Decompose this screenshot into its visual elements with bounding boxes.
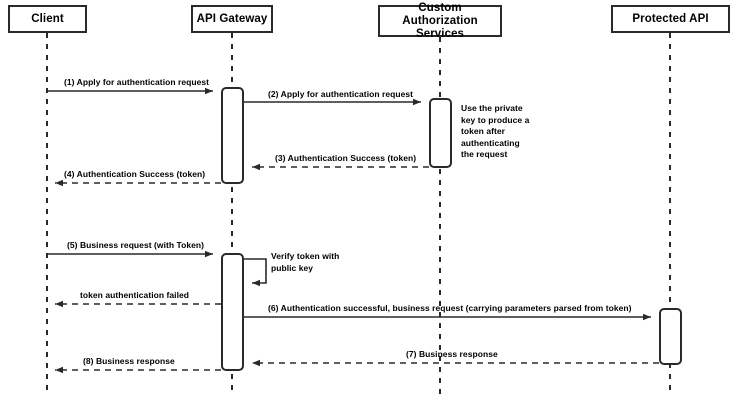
note-line-3: token after (461, 126, 506, 136)
message-label-8: (8) Business response (83, 356, 175, 366)
message-label-7: (7) Business response (406, 349, 498, 359)
message-label-5: (5) Business request (with Token) (67, 240, 205, 250)
self-message-label-verify-token: Verify token with public key (271, 251, 351, 274)
participant-label-api-gateway: API Gateway (196, 12, 268, 25)
note-line-2: key to produce a (461, 114, 530, 125)
message-label-2: (2) Apply for authentication request (268, 89, 414, 99)
message-label-token-authentication-failed: token authentication failed (80, 290, 190, 300)
participant-label-custom-authorization-services: Custom Authorization Services (402, 1, 478, 40)
note-line-5: the request (461, 149, 508, 159)
activation-bar-api-gateway-business (221, 253, 244, 371)
note-line-1: Use the private (461, 103, 523, 113)
message-label-6: (6) Authentication successful, business … (268, 303, 632, 313)
participant-box-client[interactable]: Client (8, 5, 87, 33)
message-label-4: (4) Authentication Success (token) (64, 169, 206, 179)
activation-bar-api-gateway-auth (221, 87, 244, 184)
message-label-3: (3) Authentication Success (token) (275, 153, 417, 163)
message-label-1: (1) Apply for authentication request (64, 77, 210, 87)
participant-label-protected-api: Protected API (632, 12, 709, 25)
participant-label-client: Client (31, 12, 64, 25)
participant-box-api-gateway[interactable]: API Gateway (191, 5, 273, 33)
note-private-key: Use the private key to produce a token a… (461, 103, 537, 161)
participant-box-protected-api[interactable]: Protected API (611, 5, 730, 33)
activation-bar-custom-authorization-services (429, 98, 452, 168)
self-message-line-1: Verify token with public key (271, 251, 340, 273)
note-line-4: authenticating (461, 137, 520, 148)
participant-box-custom-authorization-services[interactable]: Custom Authorization Services (378, 2, 502, 40)
message-arrow-self-verify-token (244, 258, 267, 287)
activation-bar-protected-api (659, 308, 682, 365)
